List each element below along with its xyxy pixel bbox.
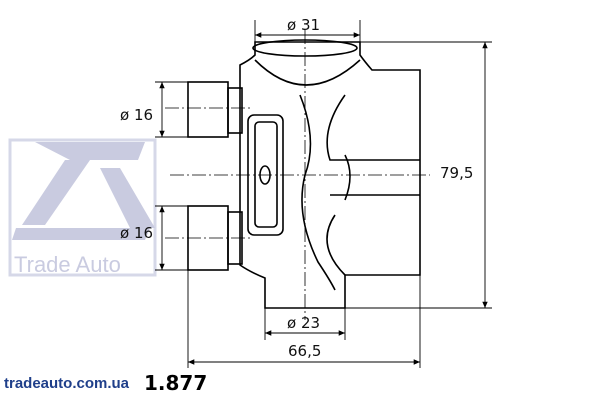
dim-top-diameter: ø 31 — [287, 16, 320, 34]
dim-upper-port-diameter: ø 16 — [120, 106, 153, 124]
watermark-logo: Trade Auto — [8, 138, 157, 277]
dim-lower-port-diameter: ø 16 — [120, 224, 153, 242]
website-label: tradeauto.com.ua — [4, 375, 130, 392]
part-outline — [187, 39, 421, 309]
dim-height: 79,5 — [440, 164, 473, 182]
part-number: 1.877 — [144, 371, 208, 395]
dim-bottom-diameter: ø 23 — [287, 314, 320, 332]
dimension-lines — [155, 20, 492, 368]
dim-width: 66,5 — [288, 342, 321, 360]
center-lines — [165, 30, 430, 320]
watermark-text: Trade Auto — [14, 252, 121, 277]
